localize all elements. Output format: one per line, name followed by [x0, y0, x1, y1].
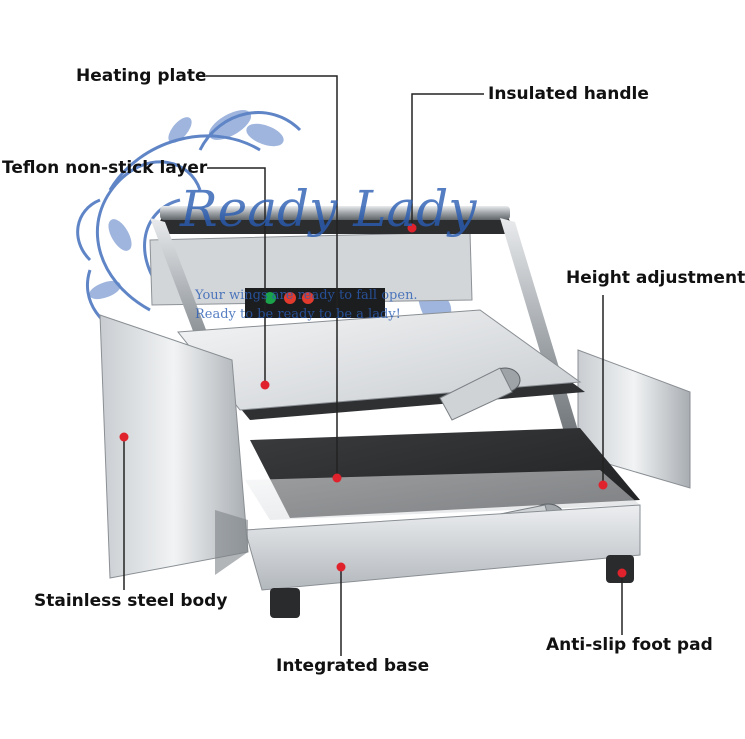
leader-insulated-handle: [411, 93, 484, 228]
base-unit: [244, 504, 641, 618]
label-insulated-handle: Insulated handle: [488, 84, 649, 104]
indicator-light-icon: [284, 292, 296, 304]
callout-markers: [119, 223, 627, 578]
leader-teflon-layer: [207, 167, 266, 385]
marker-dot: [332, 473, 342, 483]
indicator-light-icon: [264, 292, 276, 304]
label-integrated-base: Integrated base: [276, 656, 430, 676]
label-height-adjustment: Height adjustment: [566, 268, 745, 288]
marker-dot: [336, 562, 346, 572]
label-stainless-body: Stainless steel body: [34, 591, 228, 611]
watermark-line-1: Your wings are ready to fall open.: [195, 288, 418, 303]
foot-pad: [270, 588, 300, 618]
right-side-panel: [577, 349, 691, 489]
leader-heating-plate: [206, 75, 338, 478]
label-anti-slip-pad: Anti-slip foot pad: [546, 635, 713, 655]
marker-dot: [617, 568, 627, 578]
watermark-brand: Ready Lady: [180, 180, 477, 238]
lower-heating-assembly: [245, 428, 640, 546]
watermark-line-2: Ready to be ready to be a lady!: [195, 307, 401, 322]
insulated-handle: [160, 218, 510, 234]
label-teflon-layer: Teflon non-stick layer: [2, 158, 208, 178]
top-heating-assembly: [177, 309, 585, 421]
label-heating-plate: Heating plate: [76, 66, 207, 86]
marker-dot: [260, 380, 270, 390]
leader-lines: [123, 75, 623, 656]
marker-dot: [598, 480, 608, 490]
back-housing: [149, 231, 473, 318]
indicator-light-icon: [302, 292, 314, 304]
marker-dot: [119, 432, 129, 442]
marker-dot: [407, 223, 417, 233]
